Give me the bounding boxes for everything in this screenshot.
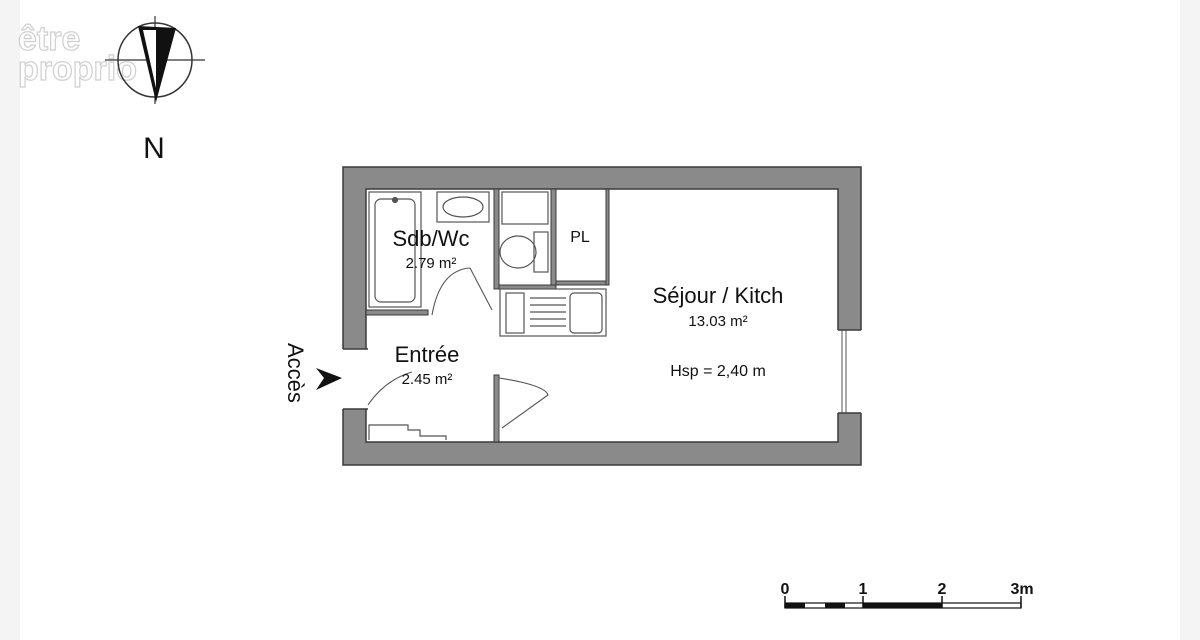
entry-name: Entrée	[395, 342, 460, 367]
scale-tick-0: 0	[781, 581, 790, 598]
bathroom-area: 2.79 m²	[406, 255, 457, 272]
watermark-line2: proprio	[18, 50, 137, 88]
left-margin-strip	[0, 0, 20, 640]
watermark-line1: être	[18, 20, 80, 58]
entry-steps	[368, 424, 447, 440]
scale-tick-3: 3m	[1010, 581, 1033, 598]
storage-box	[501, 191, 549, 225]
access-arrow-icon	[316, 368, 342, 390]
access-label: Accès	[283, 343, 308, 403]
entry-area: 2.45 m²	[402, 371, 453, 388]
bathroom-name: Sdb/Wc	[392, 226, 469, 251]
compass-north-label: N	[143, 132, 165, 165]
washbasin-icon	[436, 191, 490, 223]
ceiling-height: Hsp = 2,40 m	[670, 363, 766, 380]
living-area: 13.03 m²	[688, 313, 747, 330]
door-swings	[367, 267, 549, 440]
scale-tick-2: 2	[938, 581, 947, 598]
toilet-icon	[499, 231, 549, 273]
cupboard-label: PL	[570, 229, 590, 246]
scale-bar: 0 1 2 3m	[781, 581, 1034, 609]
scale-tick-1: 1	[859, 581, 868, 598]
bathtub-icon	[368, 191, 422, 308]
compass-rose-icon	[105, 16, 205, 104]
living-name: Séjour / Kitch	[653, 283, 784, 308]
kitchenette-icon	[499, 288, 607, 337]
exterior-walls	[341, 166, 863, 466]
right-margin-strip	[1180, 0, 1200, 640]
watermark-logo: être proprio	[17, 19, 137, 88]
interior-partitions	[365, 188, 610, 443]
